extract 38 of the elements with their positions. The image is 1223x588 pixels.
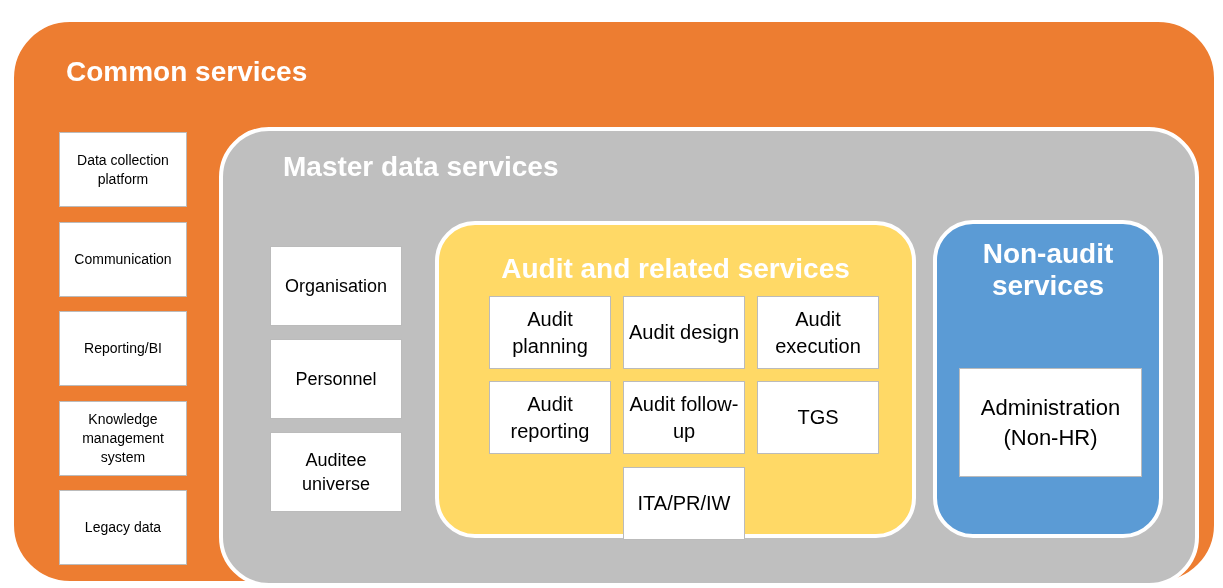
service-box xyxy=(59,311,187,386)
service-box xyxy=(270,432,402,512)
service-label: Legacy data xyxy=(83,518,163,537)
service-label: Knowledge management system xyxy=(81,410,165,467)
service-box xyxy=(59,222,187,297)
service-box xyxy=(59,401,187,476)
service-label: Audit design xyxy=(627,320,741,345)
group-title: Non-audit services xyxy=(981,238,1115,302)
service-label: Personnel xyxy=(294,367,378,391)
service-label: Organisation xyxy=(283,274,389,298)
service-box xyxy=(270,339,402,419)
group-panel xyxy=(933,220,1163,538)
service-box xyxy=(757,381,879,454)
group-title: Master data services xyxy=(283,151,559,183)
service-box xyxy=(59,132,187,207)
service-box xyxy=(959,368,1142,477)
service-label: TGS xyxy=(796,405,840,430)
service-box xyxy=(623,467,745,540)
service-label: Auditee universe xyxy=(300,448,371,496)
service-box xyxy=(757,296,879,369)
service-box xyxy=(59,490,187,565)
service-label: Administration (Non-HR) xyxy=(979,393,1122,452)
service-label: Audit execution xyxy=(774,306,862,359)
service-box xyxy=(489,296,611,369)
group-title: Common services xyxy=(66,56,308,88)
service-box xyxy=(623,381,745,454)
service-label: Reporting/BI xyxy=(83,339,163,358)
service-label: Audit follow-up xyxy=(628,391,740,444)
group-panel xyxy=(435,221,916,538)
service-box xyxy=(270,246,402,326)
service-box xyxy=(623,296,745,369)
service-label: Communication xyxy=(73,250,173,269)
group-title: Audit and related services xyxy=(500,253,851,285)
service-label: Audit reporting xyxy=(509,391,591,444)
service-box xyxy=(489,381,611,454)
service-label: Data collection platform xyxy=(76,150,170,189)
service-label: Audit planning xyxy=(511,306,589,359)
service-label: ITA/PR/IW xyxy=(636,491,732,516)
